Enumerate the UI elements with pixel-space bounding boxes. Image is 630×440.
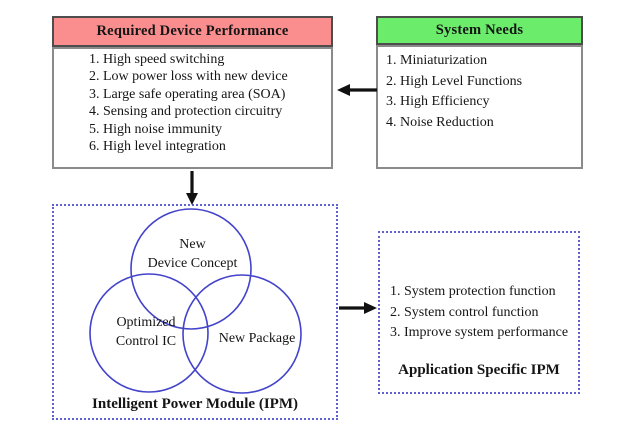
list-item: 6. High level integration <box>89 139 226 155</box>
list-item: 1. Miniaturization <box>386 53 488 68</box>
needs-body: 1. Miniaturization 2. High Level Functio… <box>376 45 583 169</box>
performance-title: Required Device Performance <box>96 23 289 39</box>
list-item: 1. System protection function <box>390 284 556 299</box>
circle-label-device: New Device Concept <box>110 235 275 273</box>
needs-header: System Needs <box>376 16 583 45</box>
circle-label-package: New Package <box>196 329 318 348</box>
arrow-down-icon <box>186 171 198 205</box>
circle-label-control: Optimized Control IC <box>76 313 216 351</box>
list-item: 4. Sensing and protection circuitry <box>89 104 283 120</box>
ipm-dashed-box <box>52 204 338 420</box>
application-list: 1. System protection function 2. System … <box>380 233 578 344</box>
arrow-right-icon <box>339 302 377 314</box>
circle-label-line: New <box>179 237 206 252</box>
needs-list: 1. Miniaturization 2. High Level Functio… <box>378 47 581 133</box>
list-item: 2. System control function <box>390 304 539 320</box>
application-caption: Application Specific IPM <box>398 362 560 378</box>
list-item: 4. Noise Reduction <box>386 114 494 130</box>
performance-body: 1. High speed switching 2. Low power los… <box>52 47 333 169</box>
performance-header: Required Device Performance <box>52 16 333 47</box>
list-item: 3. Improve system performance <box>390 325 569 340</box>
needs-title: System Needs <box>435 22 524 38</box>
ipm-caption: Intelligent Power Module (IPM) <box>92 396 298 412</box>
list-item: 1. High speed switching <box>89 52 225 67</box>
application-dashed-box: 1. System protection function 2. System … <box>378 231 580 394</box>
list-item: 2. Low power loss with new device <box>89 69 288 85</box>
arrow-left-icon <box>337 84 377 96</box>
list-item: 5. High noise immunity <box>89 121 222 137</box>
list-item: 3. Large safe operating area (SOA) <box>89 86 286 102</box>
list-item: 3. High Efficiency <box>386 94 490 109</box>
circle-label-line: Control IC <box>115 334 177 349</box>
circle-label-line: Device Concept <box>147 256 238 271</box>
circle-label-line: Optimized <box>116 315 176 330</box>
circle-label-line: New Package <box>218 331 296 346</box>
list-item: 2. High Level Functions <box>386 73 523 89</box>
performance-list: 1. High speed switching 2. Low power los… <box>54 49 331 155</box>
